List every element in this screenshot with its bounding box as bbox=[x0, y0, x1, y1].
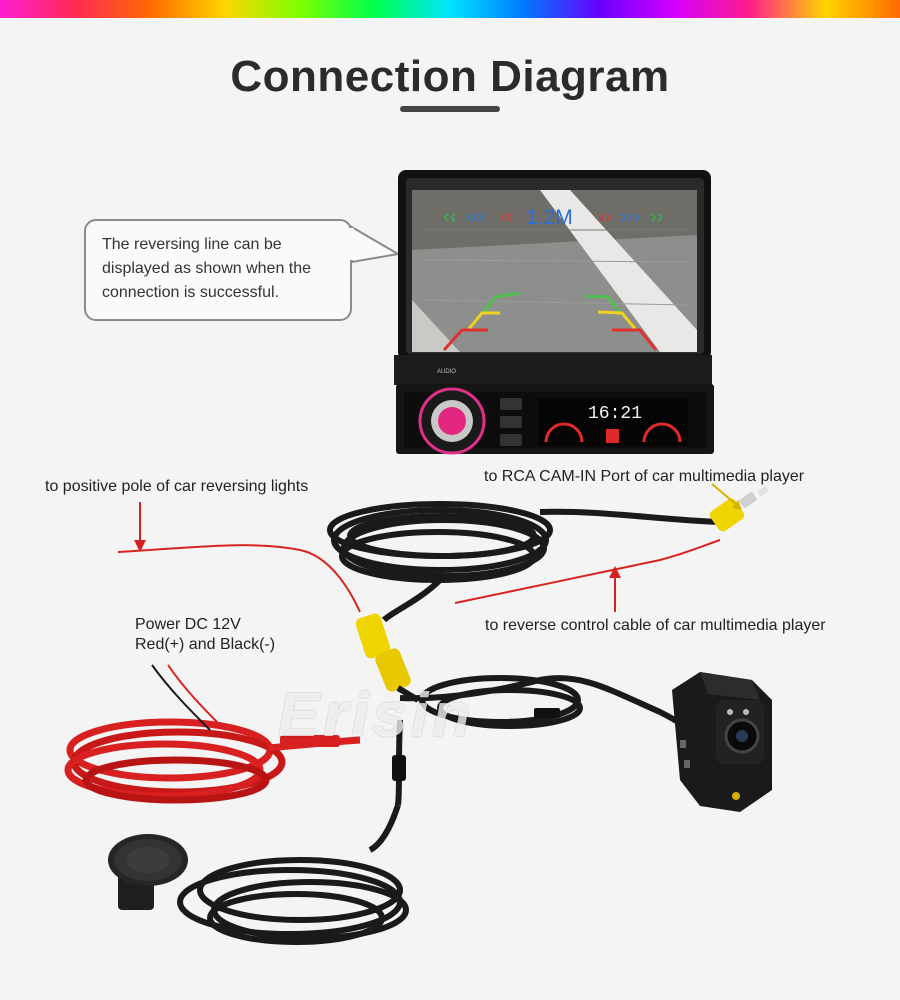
rca-connector-icon bbox=[709, 485, 769, 532]
buzzer-speaker-icon bbox=[108, 834, 188, 910]
chevron-right-icon: ›› bbox=[598, 206, 611, 228]
label-reverse-control: to reverse control cable of car multimed… bbox=[485, 617, 826, 634]
page-title: Connection Diagram bbox=[230, 52, 670, 101]
brand-watermark: Erisin bbox=[278, 681, 475, 750]
svg-text:‹‹‹: ‹‹‹ bbox=[466, 206, 486, 228]
arrow-up-icon bbox=[609, 566, 621, 612]
rca-female-connector bbox=[355, 613, 420, 703]
label-power-dc: Power DC 12V bbox=[135, 616, 241, 633]
clock-display: 16:21 bbox=[588, 404, 642, 424]
brand-badge: AUDIO bbox=[437, 369, 456, 375]
video-cable-coil bbox=[327, 501, 721, 623]
callout-line-3: connection is successful. bbox=[102, 284, 279, 301]
svg-text:››: ›› bbox=[650, 206, 663, 228]
camera-cable bbox=[177, 675, 702, 945]
label-power-polarity: Red(+) and Black(-) bbox=[135, 636, 276, 653]
reversing-guide-lines bbox=[442, 291, 658, 352]
arrow-diagonal-icon bbox=[711, 483, 742, 510]
distance-readout: 1.2M bbox=[526, 206, 573, 229]
label-reversing-lights: to positive pole of car reversing lights bbox=[45, 478, 309, 495]
red-wires bbox=[117, 539, 721, 613]
chevron-left-icon: ‹‹ bbox=[443, 206, 456, 228]
callout-line-2: displayed as shown when the bbox=[102, 260, 312, 277]
title-underline bbox=[400, 106, 500, 112]
fuse-holder bbox=[280, 735, 340, 747]
callout-bubble: The reversing line can be displayed as s… bbox=[84, 219, 352, 321]
right-gauge bbox=[642, 422, 682, 443]
callout-line-1: The reversing line can be bbox=[102, 236, 282, 253]
svg-text:‹‹: ‹‹ bbox=[500, 206, 513, 228]
svg-text:›››: ››› bbox=[620, 206, 640, 228]
reversing-camera-icon bbox=[672, 672, 772, 812]
arrow-down-icon bbox=[134, 502, 146, 552]
car-stereo-icon: ‹‹ ‹‹‹ ‹‹ ›› ››› ›› 1.2M AUDIO 16: bbox=[394, 170, 714, 455]
rainbow-banner bbox=[0, 0, 900, 18]
label-rca-cam-in: to RCA CAM-IN Port of car multimedia pla… bbox=[484, 468, 805, 485]
callout-tail-join bbox=[349, 228, 354, 260]
plug-connector bbox=[392, 755, 406, 781]
left-gauge bbox=[544, 422, 584, 443]
callout-tail bbox=[348, 224, 401, 264]
